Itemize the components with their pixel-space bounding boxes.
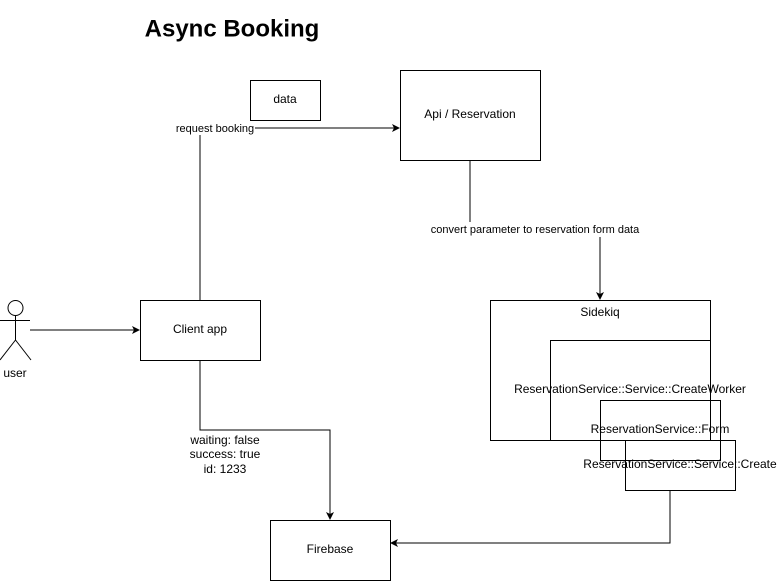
node-api-label: Api / Reservation [424,107,515,121]
node-form[interactable]: ReservationService::Form [591,400,730,461]
node-data-label: data [273,92,297,106]
node-data[interactable]: data [250,80,321,121]
node-firebase-label: Firebase [307,542,354,556]
edge-label-waiting: waiting: false [189,433,260,447]
node-create[interactable]: ReservationService::Service::Create [583,440,777,491]
node-client-app-label: Client app [173,322,227,336]
diagram-title: Async Booking [145,15,320,42]
edge-create-to-firebase [390,490,671,547]
edge-label-id: id: 1233 [204,462,247,476]
user-actor-icon [0,300,32,361]
node-api-reservation[interactable]: Api / Reservation [400,70,541,161]
node-create-label: ReservationService::Service::Create [583,457,777,471]
node-firebase[interactable]: Firebase [270,520,391,581]
edge-label-convert: convert parameter to reservation form da… [431,224,640,236]
node-form-label: ReservationService::Form [591,422,730,436]
edge-client-to-api: request booking [176,123,400,300]
edge-label-success: success: true [190,447,261,461]
actor-user-label: user [3,366,26,380]
node-create-worker-label: ReservationService::Service::CreateWorke… [514,382,746,396]
actor-user[interactable]: user [0,300,32,381]
edge-client-to-firebase: waiting: false success: true id: 1233 [189,360,334,520]
node-client-app[interactable]: Client app [140,300,261,361]
edge-api-to-sidekiq: convert parameter to reservation form da… [431,160,640,300]
node-sidekiq-label: Sidekiq [580,305,619,319]
edge-label-request-booking: request booking [176,123,254,135]
